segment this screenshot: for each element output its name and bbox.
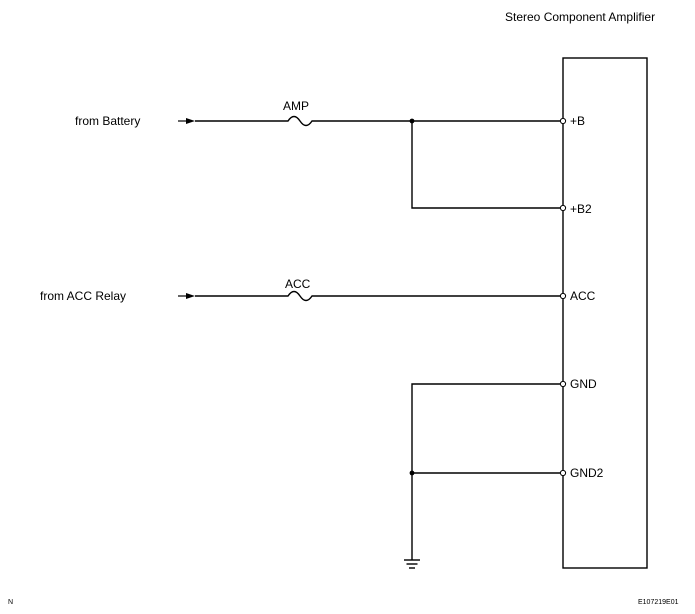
- terminal-gnd-label: GND: [570, 377, 597, 391]
- acc-arrow: [178, 293, 195, 299]
- terminal-gnd: [559, 380, 567, 388]
- amplifier-box: [562, 57, 648, 569]
- fuse-acc-symbol: [284, 290, 316, 302]
- b2-branch-wire: [411, 121, 561, 209]
- terminal-acc: [559, 292, 567, 300]
- fuse-amp-label: AMP: [283, 99, 309, 113]
- terminal-acc-label: ACC: [570, 289, 596, 303]
- from-battery-label: from Battery: [75, 114, 140, 128]
- terminal-b: [559, 117, 567, 125]
- terminal-b2-label: +B2: [570, 202, 592, 216]
- battery-arrow: [178, 118, 195, 124]
- from-acc-relay-label: from ACC Relay: [40, 289, 126, 303]
- fuse-amp-symbol: [284, 115, 316, 127]
- fuse-acc-label: ACC: [285, 277, 311, 291]
- terminal-gnd2-label: GND2: [570, 466, 604, 480]
- component-title: Stereo Component Amplifier: [505, 10, 655, 24]
- ground-icon: [404, 559, 420, 569]
- figure-code: E107219E01: [638, 599, 679, 606]
- terminal-b2: [559, 204, 567, 212]
- corner-mark: N: [8, 599, 13, 606]
- terminal-b-label: +B: [570, 114, 585, 128]
- terminal-gnd2: [559, 469, 567, 477]
- junction-gnd: [409, 470, 415, 476]
- gnd-wire: [411, 383, 561, 560]
